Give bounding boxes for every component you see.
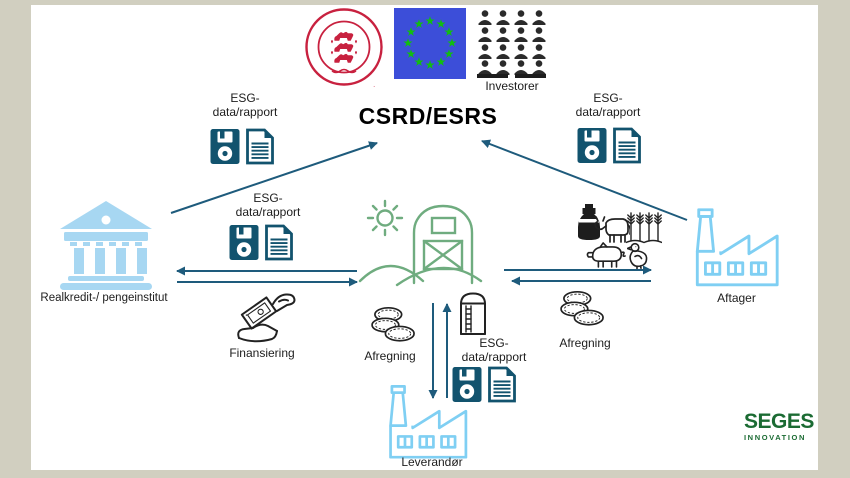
supplier-factory-icon [382, 385, 474, 459]
investors-label: Investorer [485, 79, 539, 93]
bank-label: Realkredit-/ pengeinstitut [40, 292, 168, 304]
diagram-canvas [31, 5, 818, 470]
eu-flag-icon [394, 8, 466, 79]
document-icon [264, 224, 294, 261]
csrd-esrs-title: CSRD/ESRS [358, 103, 498, 129]
financing-hand-money-icon [237, 293, 296, 343]
buyer-label: Aftager [717, 291, 756, 305]
settlement-label-left: Afregning [364, 349, 416, 363]
settlement-coins-icon-right [560, 288, 606, 330]
floppy-disk-icon [210, 128, 240, 165]
supplier-label: Leverandør [401, 455, 463, 469]
investors-group-icon [477, 10, 546, 78]
pig-icon [586, 242, 626, 268]
wheat-icon [626, 212, 662, 244]
seal-bottom-flourish [331, 68, 357, 74]
seges-subtitle: INNOVATION [744, 433, 806, 442]
floppy-disk-icon [229, 224, 259, 261]
esg-icons-mid-left [229, 224, 294, 261]
bank-building-icon [60, 201, 152, 290]
esg-label-top-left: ESG- data/rapport [212, 91, 278, 120]
folketinget-seal-icon: FOLKETINGET [305, 8, 383, 87]
document-icon [245, 128, 275, 165]
settlement-coins-icon-left [371, 304, 417, 346]
settlement-label-right: Afregning [559, 336, 611, 350]
buyer-factory-icon [693, 205, 781, 290]
esg-icons-top-right [577, 127, 642, 164]
sun-icon [376, 209, 394, 227]
esg-icons-top-left [210, 128, 275, 165]
seges-name: SEGES [744, 410, 814, 433]
financing-label: Finansiering [229, 346, 295, 360]
document-icon [487, 366, 517, 403]
esg-label-bottom-center: ESG- data/rapport [461, 336, 527, 365]
chicken-icon [627, 242, 648, 269]
seges-logo: SEGES INNOVATION [744, 411, 814, 442]
esg-label-mid-left: ESG- data/rapport [235, 191, 301, 220]
silo-icon [460, 292, 486, 335]
cow-icon [594, 216, 630, 243]
floppy-disk-icon [577, 127, 607, 164]
farm-barn-icon [358, 199, 483, 287]
document-icon [612, 127, 642, 164]
esg-label-top-right: ESG- data/rapport [575, 91, 641, 120]
seal-lions [330, 31, 358, 63]
